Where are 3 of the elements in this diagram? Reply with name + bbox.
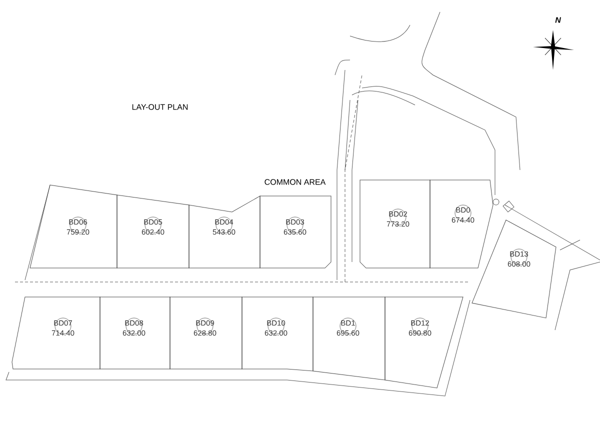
- area-label: COMMON AREA: [263, 178, 327, 186]
- compass-rose: N: [533, 17, 574, 70]
- plan-title: LAY-OUT PLAN: [132, 104, 188, 110]
